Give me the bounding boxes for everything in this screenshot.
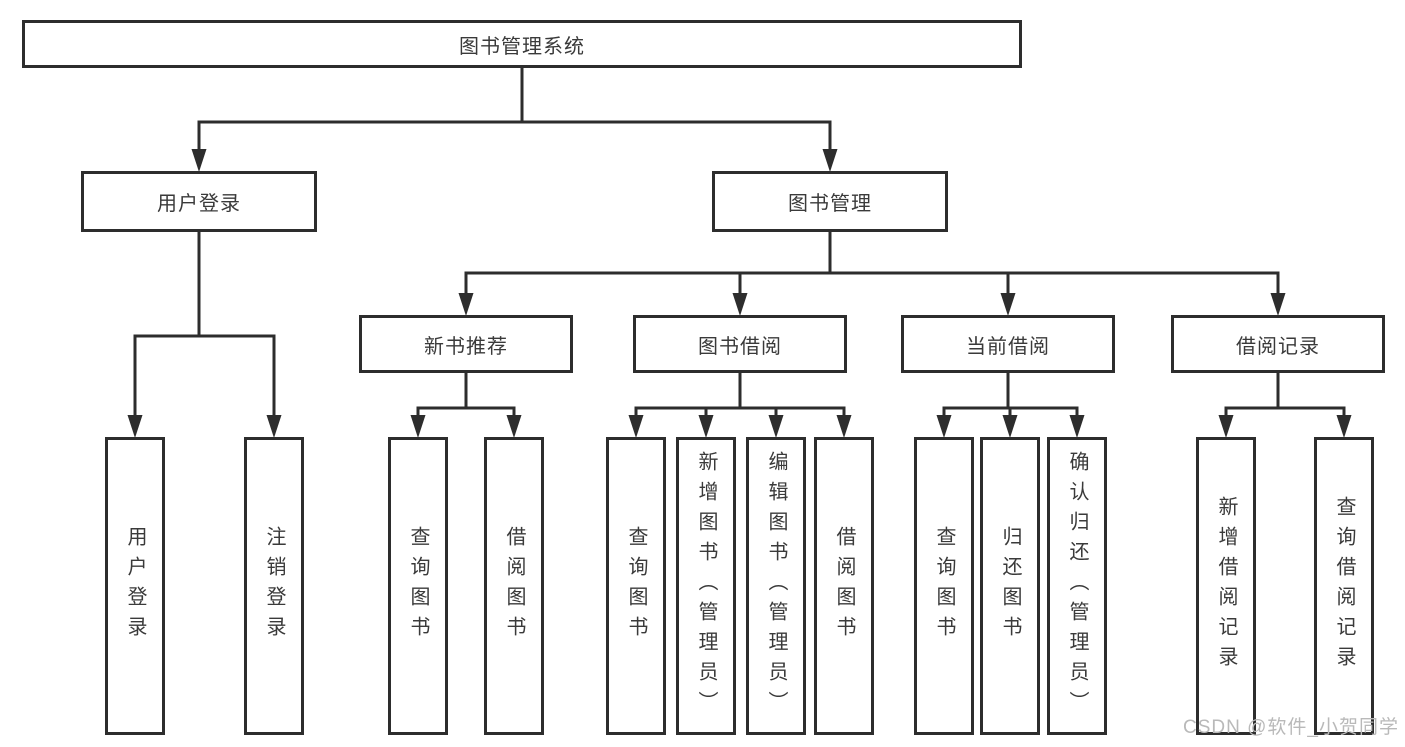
node-his-1: 新增借阅记录 xyxy=(1196,437,1256,735)
node-label-his-2: 查询借阅记录 xyxy=(1333,496,1355,676)
arrowhead-icon xyxy=(1270,293,1286,316)
arrowhead-icon xyxy=(628,415,644,438)
node-rec-2: 借阅图书 xyxy=(484,437,544,735)
node-his-2: 查询借阅记录 xyxy=(1314,437,1374,735)
node-bor-2: 新增图书（管理员） xyxy=(676,437,736,735)
node-label-cur: 当前借阅 xyxy=(966,335,1050,358)
arrowhead-icon xyxy=(1002,415,1018,438)
arrowhead-icon xyxy=(732,293,748,316)
node-bor-1: 查询图书 xyxy=(606,437,666,735)
node-label-login: 用户登录 xyxy=(157,193,241,215)
node-cur: 当前借阅 xyxy=(901,315,1115,373)
node-label-his-1: 新增借阅记录 xyxy=(1215,496,1237,676)
node-rec: 新书推荐 xyxy=(359,315,573,373)
arrowhead-icon xyxy=(266,415,282,438)
node-bor: 图书借阅 xyxy=(633,315,847,373)
node-label-bor-1: 查询图书 xyxy=(625,526,647,646)
arrowhead-icon xyxy=(836,415,852,438)
node-cur-1: 查询图书 xyxy=(914,437,974,735)
node-bor-3: 编辑图书（管理员） xyxy=(746,437,806,735)
node-label-root: 图书管理系统 xyxy=(459,35,585,58)
arrowhead-icon xyxy=(458,293,474,316)
node-login-1: 用户登录 xyxy=(105,437,165,735)
node-rec-1: 查询图书 xyxy=(388,437,448,735)
arrowhead-icon xyxy=(191,149,207,172)
node-mgmt: 图书管理 xyxy=(712,171,948,232)
node-label-login-1: 用户登录 xyxy=(124,526,146,646)
arrowhead-icon xyxy=(410,415,426,438)
node-label-cur-1: 查询图书 xyxy=(933,526,955,646)
node-label-rec: 新书推荐 xyxy=(424,335,508,358)
arrowhead-icon xyxy=(768,415,784,438)
arrowhead-icon xyxy=(506,415,522,438)
node-label-his: 借阅记录 xyxy=(1236,335,1320,358)
node-login: 用户登录 xyxy=(81,171,317,232)
node-label-bor-3: 编辑图书（管理员） xyxy=(765,451,787,721)
node-label-rec-1: 查询图书 xyxy=(407,526,429,646)
node-bor-4: 借阅图书 xyxy=(814,437,874,735)
node-label-bor-2: 新增图书（管理员） xyxy=(695,451,717,721)
arrowhead-icon xyxy=(1336,415,1352,438)
node-root: 图书管理系统 xyxy=(22,20,1022,68)
arrowhead-icon xyxy=(822,149,838,172)
node-label-bor: 图书借阅 xyxy=(698,335,782,358)
node-his: 借阅记录 xyxy=(1171,315,1385,373)
node-label-rec-2: 借阅图书 xyxy=(503,526,525,646)
arrowhead-icon xyxy=(936,415,952,438)
node-login-2: 注销登录 xyxy=(244,437,304,735)
arrowhead-icon xyxy=(1000,293,1016,316)
node-label-cur-3: 确认归还（管理员） xyxy=(1066,451,1088,721)
node-label-cur-2: 归还图书 xyxy=(999,526,1021,646)
node-label-mgmt: 图书管理 xyxy=(788,193,872,215)
node-cur-2: 归还图书 xyxy=(980,437,1040,735)
node-cur-3: 确认归还（管理员） xyxy=(1047,437,1107,735)
node-label-bor-4: 借阅图书 xyxy=(833,526,855,646)
arrowhead-icon xyxy=(1218,415,1234,438)
node-label-login-2: 注销登录 xyxy=(263,526,285,646)
arrowhead-icon xyxy=(127,415,143,438)
arrowhead-icon xyxy=(1069,415,1085,438)
arrowhead-icon xyxy=(698,415,714,438)
